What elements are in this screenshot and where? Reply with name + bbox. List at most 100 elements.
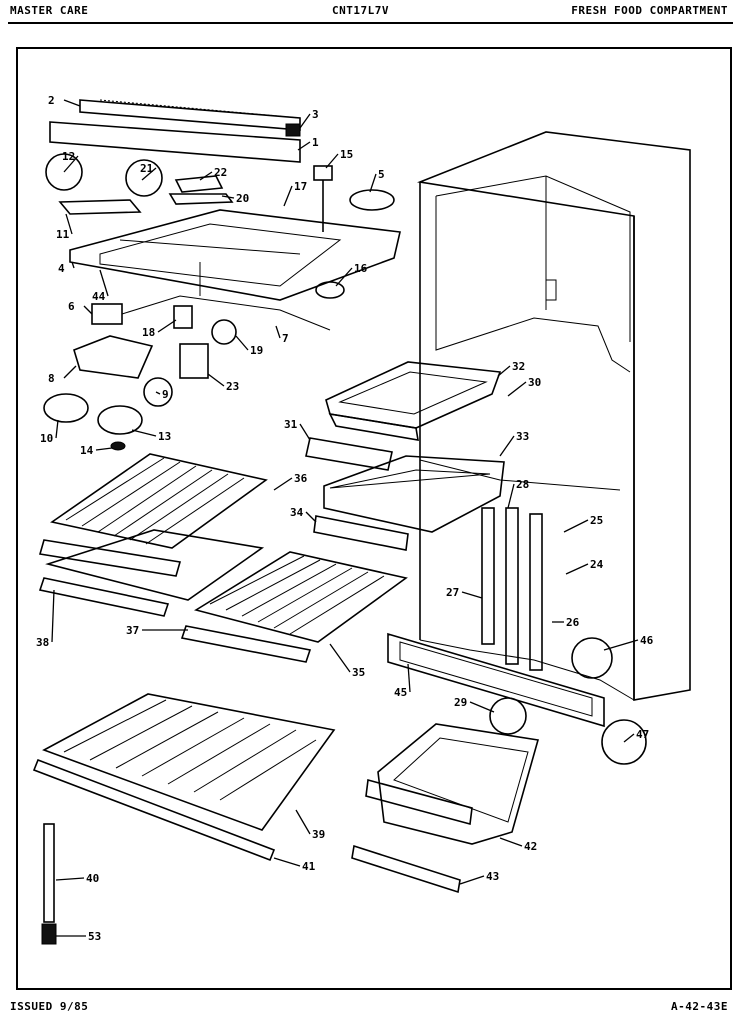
- leader-36: [273, 477, 293, 491]
- leader-41: [273, 857, 301, 867]
- part-label-2: 2: [48, 94, 55, 107]
- left-shelves: [38, 453, 268, 617]
- leader-5: [369, 173, 377, 193]
- leader-39: [295, 809, 311, 835]
- leader-46: [603, 639, 639, 651]
- leader-17: [283, 185, 293, 207]
- leader-1: [297, 141, 311, 151]
- leader-32: [497, 365, 511, 377]
- part-label-46: 46: [640, 634, 654, 647]
- leader-4: [71, 261, 75, 269]
- leader-2: [63, 99, 81, 107]
- control-housing: [69, 209, 401, 301]
- part-label-41: 41: [302, 860, 316, 873]
- part-label-39: 39: [312, 828, 325, 841]
- leader-21: [141, 167, 157, 181]
- leader-10: [55, 419, 59, 439]
- part-label-15: 15: [340, 148, 353, 161]
- misc-parts: [41, 637, 647, 945]
- leader-18: [157, 319, 177, 333]
- leader-22: [199, 171, 213, 181]
- part-label-28: 28: [516, 478, 529, 491]
- control-brackets: [45, 153, 234, 215]
- part-label-16: 16: [354, 262, 368, 275]
- leader-24: [565, 563, 589, 575]
- leader-45: [407, 663, 411, 693]
- part-label-36: 36: [294, 472, 308, 485]
- header-left: MASTER CARE: [10, 4, 89, 17]
- part-label-5: 5: [378, 168, 385, 181]
- part-label-3: 3: [312, 108, 319, 121]
- part-label-40: 40: [86, 872, 99, 885]
- part-label-7: 7: [282, 332, 289, 345]
- part-label-21: 21: [140, 162, 154, 175]
- leader-44: [99, 269, 109, 297]
- small-parts: [43, 165, 395, 451]
- part-label-13: 13: [158, 430, 171, 443]
- header-rule: [8, 22, 733, 24]
- part-label-11: 11: [56, 228, 70, 241]
- part-label-14: 14: [80, 444, 94, 457]
- leader-27: [461, 591, 483, 599]
- header-model: CNT17L7V: [332, 4, 389, 17]
- leader-25: [563, 519, 589, 533]
- leader-3: [299, 113, 311, 129]
- cabinet-liner: [416, 131, 691, 701]
- part-label-23: 23: [226, 380, 239, 393]
- leader-15: [325, 153, 339, 169]
- leader-29: [469, 701, 495, 713]
- leader-28: [507, 483, 515, 509]
- part-label-20: 20: [236, 192, 249, 205]
- part-label-47: 47: [636, 728, 649, 741]
- part-label-35: 35: [352, 666, 365, 679]
- bottom-shelf: [32, 693, 336, 862]
- diagram-frame: [16, 47, 732, 990]
- part-label-27: 27: [446, 586, 459, 599]
- leader-6: [83, 305, 93, 315]
- callout-leaders: [51, 99, 639, 937]
- leader-47: [623, 733, 635, 743]
- part-label-12: 12: [62, 150, 75, 163]
- part-label-25: 25: [590, 514, 603, 527]
- part-label-53: 53: [88, 930, 101, 943]
- part-label-37: 37: [126, 624, 139, 637]
- part-label-33: 33: [516, 430, 529, 443]
- leader-38: [51, 589, 55, 643]
- footer-issued: ISSUED 9/85: [10, 1000, 89, 1013]
- part-label-26: 26: [566, 616, 580, 629]
- part-label-1: 1: [312, 136, 319, 149]
- part-label-6: 6: [68, 300, 75, 313]
- leader-14: [95, 447, 113, 451]
- leader-34: [305, 511, 317, 523]
- crisper-pan: [351, 723, 540, 894]
- leader-35: [329, 643, 351, 673]
- leader-30: [507, 381, 527, 397]
- grille: [387, 632, 605, 728]
- leader-43: [459, 875, 485, 885]
- part-label-43: 43: [486, 870, 499, 883]
- part-label-42: 42: [524, 840, 537, 853]
- part-label-45: 45: [394, 686, 407, 699]
- part-label-9: 9: [162, 388, 169, 401]
- upper-shelf-and-keeper: [305, 361, 505, 533]
- leader-12: [63, 155, 79, 173]
- leader-16: [335, 267, 353, 287]
- leader-11: [65, 213, 73, 235]
- leader-8: [63, 365, 77, 379]
- part-label-44: 44: [92, 290, 106, 303]
- leader-23: [207, 373, 225, 387]
- leader-20: [221, 195, 235, 199]
- part-label-29: 29: [454, 696, 467, 709]
- part-label-30: 30: [528, 376, 541, 389]
- center-shelves: [180, 515, 409, 663]
- leader-42: [499, 837, 523, 847]
- part-label-32: 32: [512, 360, 525, 373]
- leader-19: [235, 335, 249, 351]
- leader-7: [275, 325, 281, 339]
- footer-code: A-42-43E: [671, 1000, 728, 1013]
- part-label-24: 24: [590, 558, 604, 571]
- part-label-17: 17: [294, 180, 307, 193]
- part-label-18: 18: [142, 326, 155, 339]
